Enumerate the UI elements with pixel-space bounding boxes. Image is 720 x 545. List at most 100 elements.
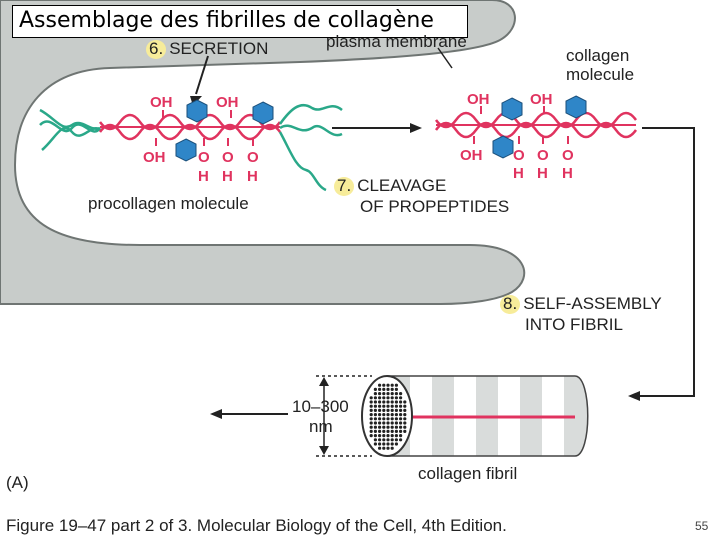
oxygen-label: O [247,149,259,166]
assembly-label: 8.SELF-ASSEMBLY [500,294,662,314]
procollagen-molecule-label: procollagen molecule [88,194,249,213]
fibril-molecule-dot [378,417,382,421]
fibril-molecule-dot [382,387,386,391]
oxygen-label: O [562,147,574,164]
sugar-hexagon [175,138,197,162]
sugar-hexagon [565,95,587,119]
slide-title: Assemblage des fibrilles de collagène [12,5,468,38]
collagen-triple-helix [434,111,638,139]
fibril-molecule-dot [390,434,394,438]
fibril-molecule-dot [369,425,373,429]
fibril-molecule-dot [399,438,403,442]
assembly-connector [640,127,695,397]
fibril-molecule-dot [378,387,382,391]
hydrogen-label: H [513,165,524,182]
hydrogen-label: H [222,168,233,185]
fibril-molecule-dot [386,383,390,387]
fibril-molecule-dot [399,429,403,433]
fibril-molecule-dot [394,434,398,438]
fibril-molecule-dot [373,400,377,404]
hydrogen-label: H [247,168,258,185]
fibril-molecule-dot [369,421,373,425]
fibril-molecule-dot [394,417,398,421]
fibril-molecule-dot [403,417,407,421]
fibril-molecule-dot [386,421,390,425]
fibril-molecule-dot [386,425,390,429]
fibril-molecule-dot [390,387,394,391]
fibril-output-arrowhead [210,409,222,419]
fibril-molecule-dot [394,404,398,408]
fibril-molecule-dot [378,408,382,412]
fibril-molecule-dot [373,429,377,433]
fibril-molecule-dot [386,404,390,408]
fibril-molecule-dot [390,429,394,433]
fibril-molecule-dot [386,413,390,417]
fibril-molecule-dot [394,396,398,400]
fibril-molecule-dot [378,438,382,442]
sugar-hexagon [186,99,208,123]
fibril-molecule-dot [399,425,403,429]
secretion-arrow [195,55,209,95]
fibril-molecule-dot [382,438,386,442]
fibril-molecule-dot [369,429,373,433]
fibril-molecule-dot [373,396,377,400]
fibril-molecule-dot [403,421,407,425]
hydrogen-label: H [198,168,209,185]
fibril-molecule-dot [378,383,382,387]
collagen-fibril-label: collagen fibril [418,464,518,483]
procollagen-side-groups [155,110,254,146]
page-number: 55 [695,519,709,533]
fibril-molecule-dot [394,425,398,429]
fibril-molecule-dot [373,392,377,396]
fibril-molecule-dot [403,429,407,433]
fibril-molecule-dot [399,404,403,408]
sugar-hexagon [501,97,523,121]
fibril-molecule-dot [369,400,373,404]
fibril-molecule-dot [394,413,398,417]
fibril-molecule-dot [373,442,377,446]
fibril-molecule-dot [378,442,382,446]
fibril-molecule-dot [382,392,386,396]
hydrogen-label: H [537,165,548,182]
fibril-molecule-dot [382,400,386,404]
fibril-molecule-dot [399,434,403,438]
fibril-molecule-dot [390,396,394,400]
fibril-molecule-dot [394,400,398,404]
oxygen-label: O [513,147,525,164]
hydroxyl-label: OH [467,91,490,108]
oxygen-label: O [198,149,210,166]
fibril-molecule-dot [394,392,398,396]
fibril-molecule-dot [382,429,386,433]
fibril-molecule-dot [369,404,373,408]
fibril-molecule-dot [378,429,382,433]
assembly-text-line1: SELF-ASSEMBLY [523,294,662,313]
fibril-molecule-dot [403,408,407,412]
fibril-molecule-dot [382,383,386,387]
fibril-molecule-dot [386,392,390,396]
propeptide-n-terminal [39,108,102,151]
fibril-molecule-dot [394,438,398,442]
hydroxyl-label: OH [530,91,553,108]
fibril-cross-section-dots [369,383,407,450]
fibril-molecule-dot [378,400,382,404]
fibril-molecule-dot [373,417,377,421]
fibril-molecule-dot [390,417,394,421]
fibril-molecule-dot [390,413,394,417]
fibril-molecule-dot [382,425,386,429]
fibril-molecule-dot [394,429,398,433]
fibril-molecule-dot [386,429,390,433]
dimension-arrow-top [319,377,329,386]
fibril-molecule-dot [386,446,390,450]
fibril-molecule-dot [386,442,390,446]
fibril-molecule-dot [373,425,377,429]
cleavage-arrowhead [410,123,422,133]
collagen-molecule-label-line1: collagen [566,46,630,65]
fibril-molecule-dot [378,421,382,425]
fibril-molecule-dot [394,383,398,387]
fibril-molecule-dot [382,421,386,425]
step-number-6: 6. [146,39,167,59]
fibril-molecule-dot [390,425,394,429]
fibril-molecule-dot [390,383,394,387]
fibril-molecule-dot [386,387,390,391]
fibril-molecule-dot [399,421,403,425]
